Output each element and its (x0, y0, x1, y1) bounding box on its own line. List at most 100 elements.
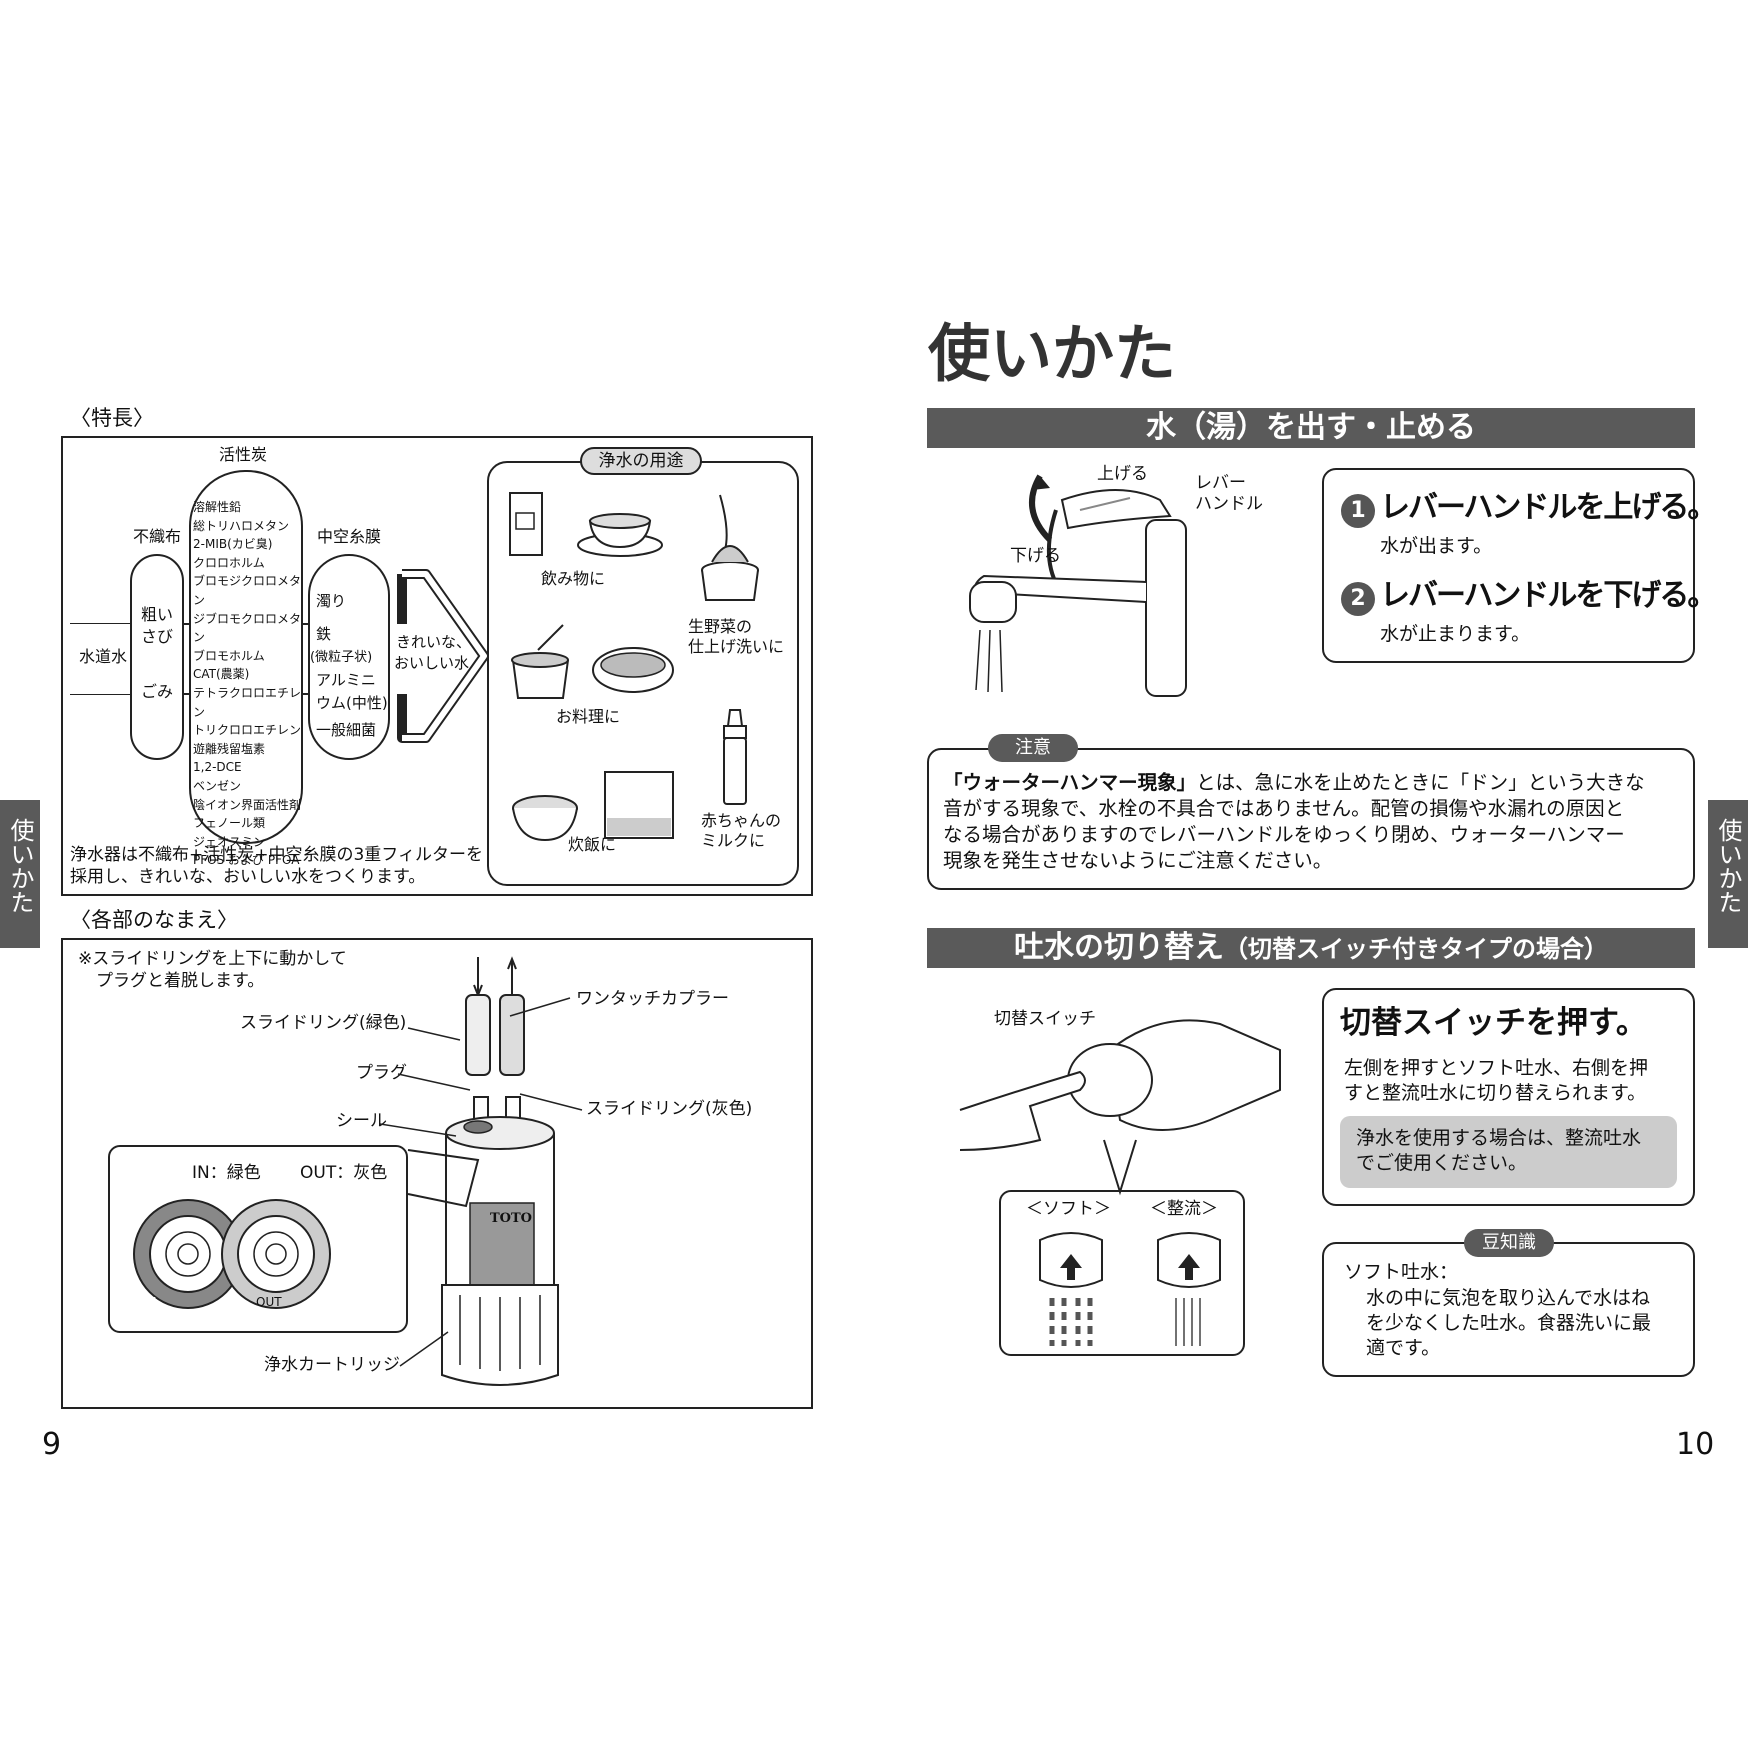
carbon-item: 溶解性鉛 (193, 500, 242, 514)
water-input-label: 水道水 (79, 647, 128, 666)
carbon-item: ブロモホルム (193, 648, 265, 663)
tip-desc-3: 適です。 (1366, 1337, 1441, 1359)
raise-label: 上げる (1097, 464, 1148, 484)
leader-lines (379, 997, 583, 1367)
straight-mode-label: ＜整流＞ (1150, 1199, 1218, 1219)
parts-note-1: ※スライドリングを上下に動かして (78, 949, 347, 969)
carbon-item: クロロホルム (193, 555, 265, 570)
parts-note-2: プラグと着脱します。 (96, 971, 265, 991)
ring-out-label: OUT (256, 1295, 282, 1309)
hollow-fiber-label: 中空糸膜 (317, 527, 382, 546)
activated-carbon-label: 活性炭 (219, 445, 268, 464)
vegetables-illustration (701, 494, 759, 601)
cartridge-label: 浄水カートリッジ (264, 1355, 400, 1375)
step2-title: レバーハンドルを下げる。 (1380, 578, 1717, 613)
uses-title-pill: 浄水の用途 (580, 447, 702, 475)
rice-illustration (512, 771, 674, 842)
hollow-items: 濁り 鉄 (微粒子状) アルミニ ウム(中性) 一般細菌 (310, 590, 396, 742)
features-heading: 〈特長〉 (70, 406, 154, 430)
page-number-left: 9 (42, 1427, 62, 1462)
steps-box (1322, 468, 1695, 663)
carbon-items: 溶解性鉛 総トリハロメタン 2-MIB(カビ臭) クロロホルム ブロモジクロロメ… (193, 498, 303, 870)
output-label-1: きれいな、 (396, 633, 472, 651)
switch-hand-illustration (959, 1019, 1281, 1151)
lever-label-1: レバー (1195, 473, 1246, 493)
features-caption-1: 浄水器は不織布+活性炭+中空糸膜の3重フィルターを (70, 845, 483, 865)
carbon-item: ブロモジクロロメタン (193, 574, 302, 607)
hollow-item: 濁り (316, 592, 347, 610)
in-green-label: IN：緑色 (192, 1163, 261, 1183)
uses-baby-2: ミルクに (701, 831, 766, 850)
carbon-item: 2-MIB(カビ臭) (193, 537, 273, 552)
carbon-item: 総トリハロメタン (193, 518, 290, 533)
caution-label-pill: 注意 (988, 734, 1078, 762)
tip-label-pill: 豆知識 (1464, 1229, 1554, 1257)
side-tab-left: 使いかた (0, 800, 40, 948)
baby-bottle-illustration (723, 709, 747, 805)
slide-ring-green-label: スライドリング(緑色) (240, 1013, 407, 1033)
hollow-fiber-capsule (308, 554, 390, 760)
out-gray-label: OUT：灰色 (300, 1163, 388, 1183)
uses-cooking: お料理に (556, 707, 621, 726)
nonwoven-item-1: 粗い (141, 605, 174, 624)
carbon-item: 1,2-DCE (193, 760, 242, 775)
step2-number: 2 (1350, 586, 1366, 611)
instruction-line1: 左側を押すとソフト吐水、右側を押 (1344, 1057, 1649, 1079)
output-label-2: おいしい水 (394, 654, 470, 672)
carbon-item: 陰イオン界面活性剤 (193, 797, 302, 812)
tip-desc-1: 水の中に気泡を取り込んで水はね (1366, 1287, 1651, 1309)
hollow-item: 鉄 (316, 625, 332, 643)
instruction-title: 切替スイッチを押す。 (1340, 1005, 1647, 1041)
connector-rings (133, 1199, 331, 1309)
uses-vegetables-2: 仕上げ洗いに (688, 637, 785, 656)
step1-desc: 水が出ます。 (1380, 535, 1493, 557)
caution-line1: とは、急に水を止めたときに「ドン」という大きな (1196, 771, 1645, 794)
side-tab-right: 使いかた (1708, 800, 1748, 948)
caution-line2: 音がする現象で、水栓の不具合ではありません。配管の損傷や水漏れの原因と (943, 797, 1625, 820)
instruction-line2: すと整流吐水に切り替えられます。 (1344, 1082, 1647, 1104)
uses-title: 浄水の用途 (598, 451, 684, 471)
caution-text: 「ウォーターハンマー現象」とは、急に水を止めたときに「ドン」という大きな 音がす… (943, 770, 1683, 874)
instruction-note-2: でご使用ください。 (1356, 1152, 1528, 1174)
carbon-item: ジェオスミン (193, 834, 266, 849)
cartridge-illustration (441, 956, 559, 1386)
uses-baby-1: 赤ちゃんの (701, 811, 782, 830)
step2-number-badge: 2 (1341, 582, 1375, 616)
hollow-item: ウム(中性) (316, 694, 388, 712)
nonwoven-item-3: ごみ (141, 682, 174, 701)
cartridge-brand: TOTO (490, 1211, 532, 1226)
parts-heading: 〈各部のなまえ〉 (70, 908, 238, 932)
hollow-item: アルミニ (316, 671, 376, 689)
drinks-illustration (509, 492, 663, 557)
section2-heading-bar: 吐水の切り替え（切替スイッチ付きタイプの場合） (927, 928, 1695, 968)
mode-pointer (1103, 1139, 1137, 1196)
side-tab-label: 使いかた (1714, 818, 1742, 914)
section1-heading-bar: 水（湯）を出す・止める (927, 408, 1695, 448)
step2-desc: 水が止まります。 (1380, 623, 1531, 645)
instruction-note-1: 浄水を使用する場合は、整流吐水 (1356, 1127, 1642, 1149)
features-box (61, 436, 813, 896)
lower-label: 下げる (1010, 546, 1061, 566)
cooking-illustration (511, 624, 674, 699)
caution-line4: 現象を発生させないようにご注意ください。 (943, 849, 1333, 872)
uses-vegetables-1: 生野菜の (688, 617, 753, 636)
ring-in-label: IN (144, 1295, 157, 1309)
carbon-item: PFOS および PFOA (193, 853, 300, 868)
soft-mode-label: ＜ソフト＞ (1026, 1199, 1111, 1219)
section2-heading: 吐水の切り替え (1014, 930, 1224, 965)
tip-label: 豆知識 (1482, 1232, 1536, 1253)
carbon-item: ベンゼン (193, 778, 242, 793)
side-tab-label: 使いかた (6, 818, 34, 914)
instruction-note (1340, 1116, 1677, 1188)
carbon-item: フェノール類 (193, 816, 266, 831)
carbon-item: ジブロモクロロメタン (193, 611, 302, 645)
one-touch-coupler-label: ワンタッチカプラー (576, 989, 729, 1009)
soft-spray-icon (1039, 1232, 1103, 1346)
water-input-box (68, 624, 130, 694)
hollow-item: (微粒子状) (310, 650, 373, 665)
uses-drinks: 飲み物に (541, 569, 606, 588)
seal-label: シール (336, 1111, 387, 1131)
caution-term: 「ウォーターハンマー現象」 (943, 771, 1197, 794)
hollow-item: 一般細菌 (316, 721, 377, 739)
section2-heading-sub: （切替スイッチ付きタイプの場合） (1224, 935, 1608, 963)
